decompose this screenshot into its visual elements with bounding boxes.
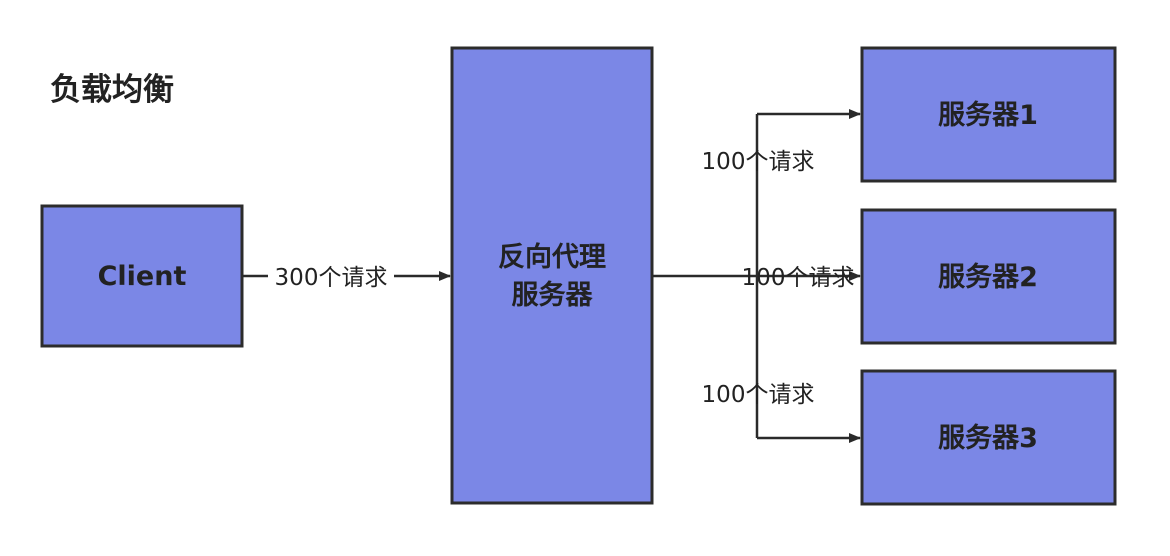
node-server3: 服务器3 (860, 369, 1117, 506)
server1-box (860, 46, 1117, 183)
server3-box (860, 369, 1117, 506)
client-label: Client (98, 261, 187, 292)
client-box (40, 204, 244, 348)
node-reverse-proxy: 反向代理 服务器 (450, 46, 654, 505)
reverse-proxy-label-line2: 服务器 (512, 280, 594, 311)
edge-label-to-server3: 100个请求 (702, 382, 815, 408)
node-server2: 服务器2 (860, 208, 1117, 345)
reverse-proxy-box (450, 46, 654, 505)
diagram-title: 负载均衡 (50, 72, 174, 108)
server1-label: 服务器1 (938, 100, 1038, 131)
reverse-proxy-label-line1: 反向代理 (498, 241, 606, 273)
edge-label-to-server2: 100个请求 (742, 265, 855, 291)
server2-box (860, 208, 1117, 345)
server3-label: 服务器3 (938, 423, 1038, 454)
edge-label-bg (268, 262, 394, 290)
edge-labels: 300个请求 100个请求 100个请求 100个请求 (268, 149, 854, 408)
node-client: Client (40, 204, 244, 348)
edge-label-to-server1: 100个请求 (702, 149, 815, 175)
server2-label: 服务器2 (938, 262, 1038, 293)
node-server1: 服务器1 (860, 46, 1117, 183)
edge-label-client-to-proxy: 300个请求 (275, 265, 388, 291)
